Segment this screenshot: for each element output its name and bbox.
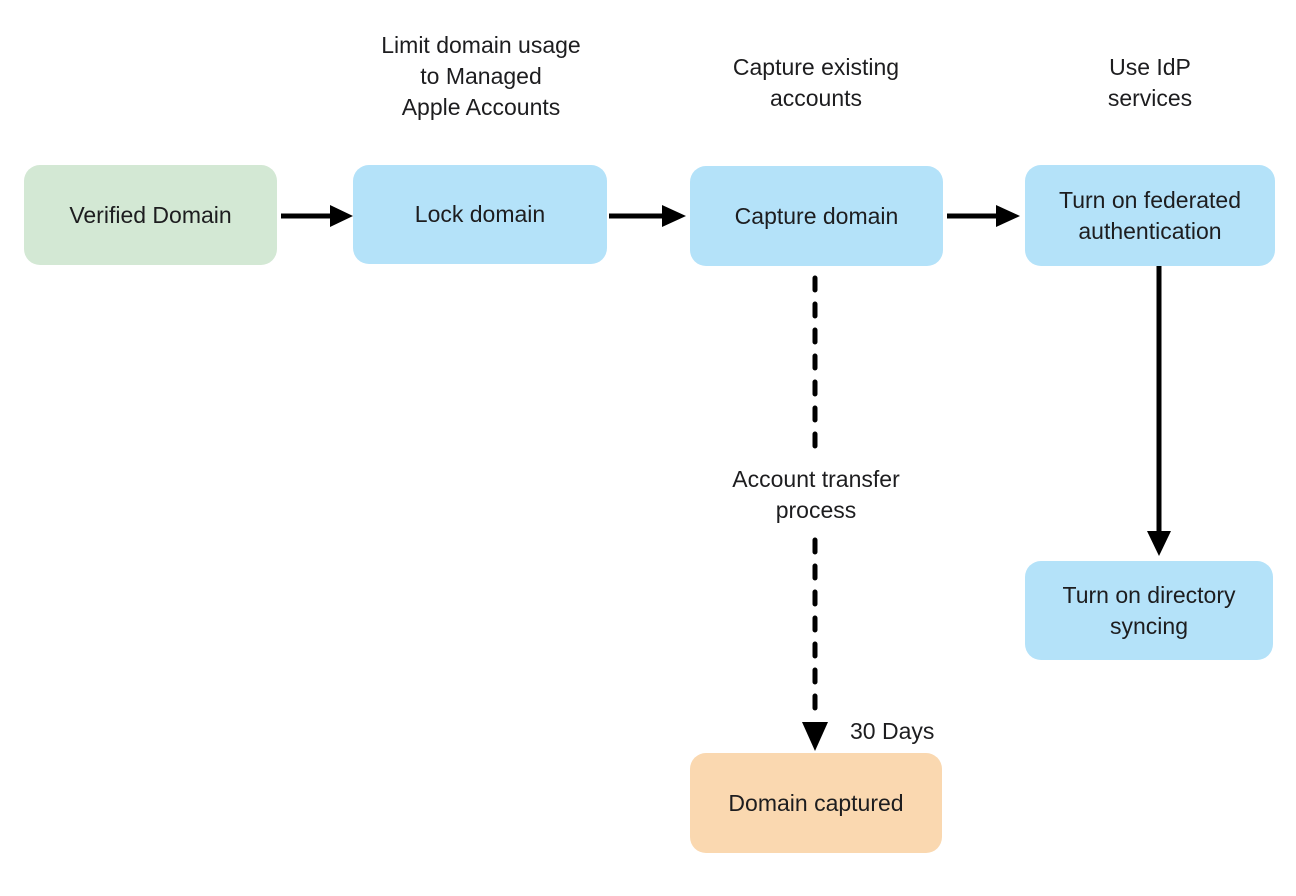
node-directory-syncing-label: Turn on directory syncing bbox=[1062, 581, 1236, 639]
arrow-federated-to-directory bbox=[1147, 266, 1171, 556]
node-lock-domain-label: Lock domain bbox=[414, 201, 546, 227]
node-capture-domain: Capture domain bbox=[690, 166, 943, 266]
annotation-account-transfer-process: Account transfer process bbox=[732, 466, 900, 523]
node-capture-domain-label: Capture domain bbox=[734, 202, 899, 229]
node-verified-domain: Verified Domain bbox=[24, 165, 277, 265]
node-domain-captured: Domain captured bbox=[690, 753, 942, 853]
node-federated-auth-label: Turn on federated authentication bbox=[1059, 186, 1241, 244]
arrow-verified-to-lock bbox=[281, 205, 353, 227]
annotation-limit-domain-usage: Limit domain usage to Managed Apple Acco… bbox=[381, 32, 581, 120]
node-verified-domain-label: Verified Domain bbox=[69, 201, 232, 228]
node-directory-syncing: Turn on directory syncing bbox=[1025, 561, 1273, 660]
arrow-lock-to-capture bbox=[609, 205, 686, 227]
node-lock-domain: Lock domain bbox=[353, 165, 607, 264]
node-federated-auth: Turn on federated authentication bbox=[1025, 165, 1275, 266]
annotation-capture-existing-accounts: Capture existing accounts bbox=[732, 54, 900, 111]
annotation-thirty-days: 30 Days bbox=[850, 718, 935, 744]
node-domain-captured-label: Domain captured bbox=[728, 789, 904, 816]
arrow-capture-to-federated bbox=[947, 205, 1020, 227]
annotation-use-idp-services: Use IdP services bbox=[1107, 54, 1193, 111]
